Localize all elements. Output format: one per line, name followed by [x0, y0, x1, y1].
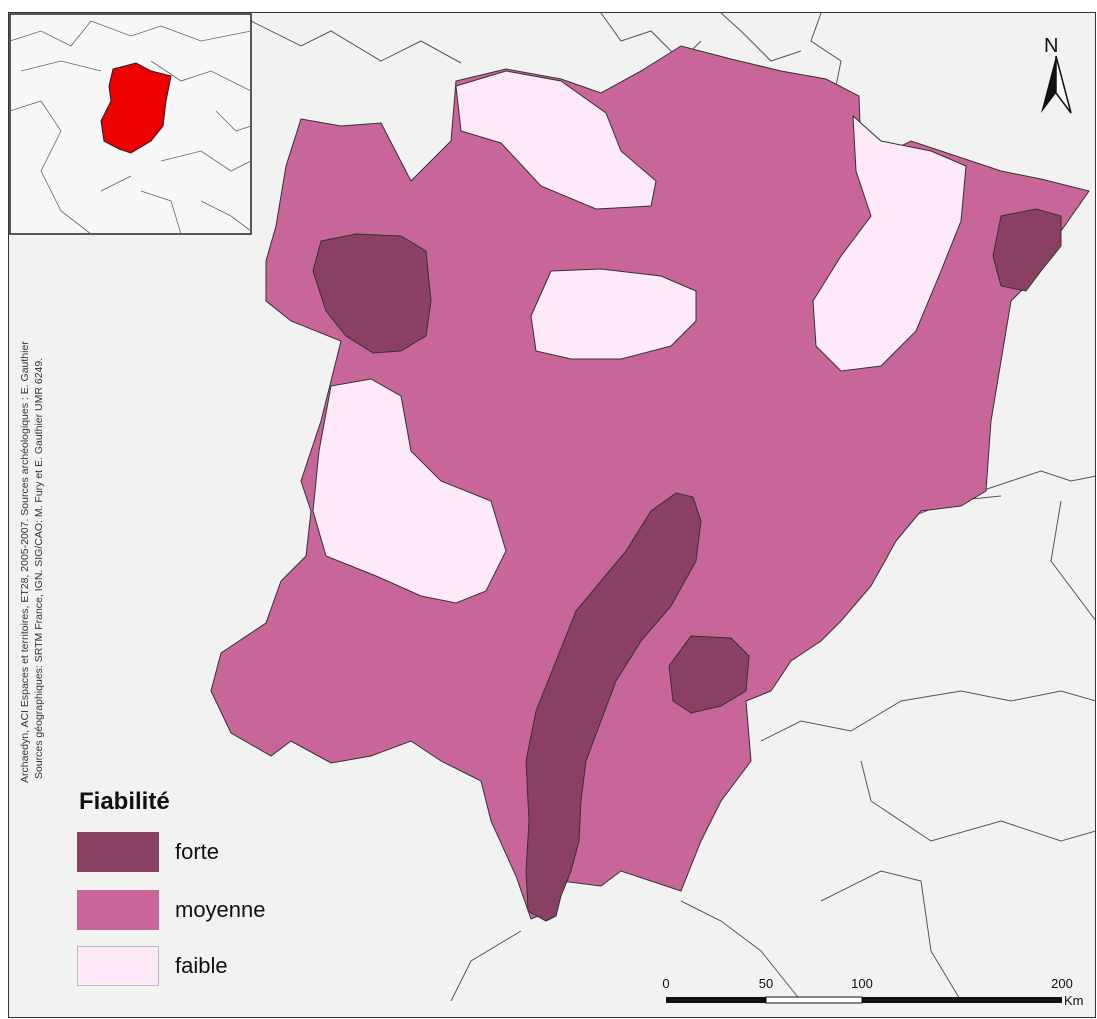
legend-item-forte: forte: [77, 830, 219, 874]
credit-line-1: Archaedyn, ACI Espaces et territoires, E…: [19, 341, 31, 783]
scale-bar: [666, 996, 1062, 1004]
legend-title: Fiabilité: [79, 788, 170, 815]
legend-swatch-forte: [77, 832, 159, 872]
credit-line-2: Sources géographiques: SRTM France, IGN.…: [33, 357, 45, 779]
north-arrow-icon: [1041, 55, 1072, 114]
scale-tick-0: 0: [662, 976, 670, 991]
scale-tick-200: 200: [1051, 976, 1073, 991]
region-faible-1: [455, 70, 657, 210]
legend-swatch-moyenne: [77, 890, 159, 930]
legend-label-moyenne: moyenne: [175, 897, 266, 922]
region-forte-4: [668, 635, 750, 714]
north-label: N: [1044, 35, 1059, 57]
region-faible-4: [312, 378, 507, 604]
region-forte-1: [312, 233, 432, 354]
legend-label-forte: forte: [175, 839, 220, 864]
inset-highlight-region: [100, 62, 172, 154]
map-canvas: [9, 13, 1095, 1004]
region-forte-3: [525, 492, 702, 922]
region-forte-2: [992, 208, 1062, 292]
legend-item-faible: faible: [77, 944, 228, 988]
legend-item-moyenne: moyenne: [77, 888, 266, 932]
region-faible-2: [812, 114, 967, 372]
inset-map: [9, 13, 252, 235]
scale-unit: Km: [1064, 993, 1084, 1008]
scale-tick-100: 100: [851, 976, 873, 991]
region-faible-3: [530, 268, 697, 360]
legend-label-faible: faible: [175, 953, 228, 978]
map-frame: Archaedyn, ACI Espaces et territoires, E…: [8, 12, 1096, 1018]
scale-tick-50: 50: [758, 976, 774, 991]
legend-swatch-faible: [77, 946, 159, 986]
